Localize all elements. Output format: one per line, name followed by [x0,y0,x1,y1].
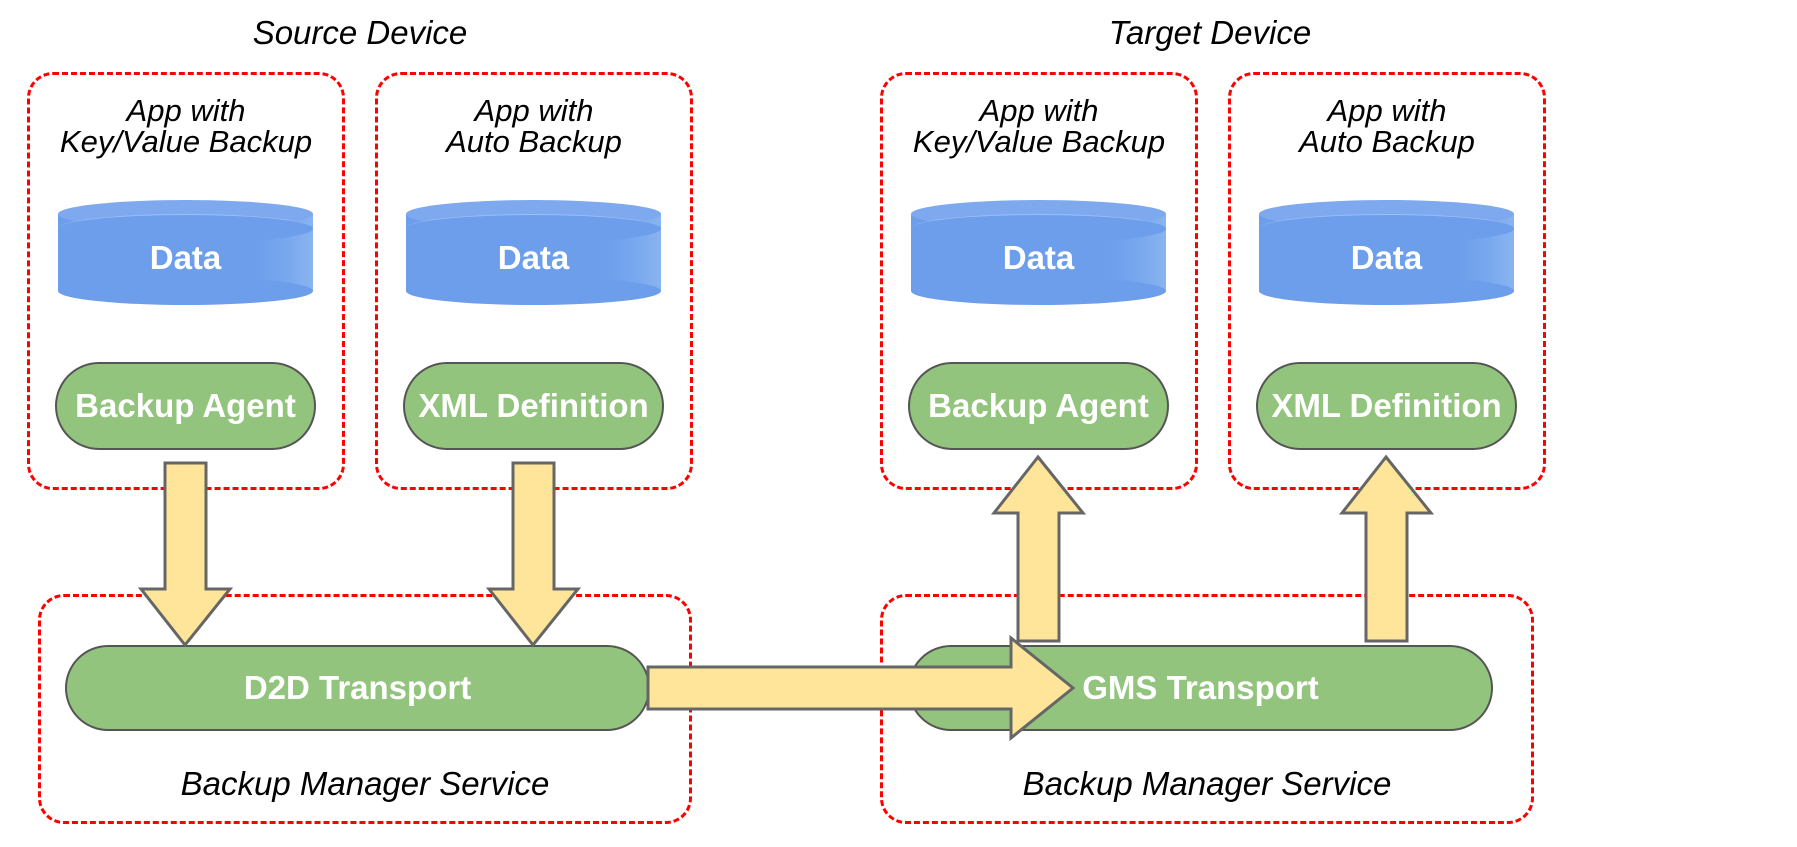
d2d-to-gms-right-arrow [646,634,1076,742]
cylinder-label: Data [497,238,570,276]
target-device-title: Target Device [1108,14,1312,51]
source-app-auto-data-cylinder: Data [406,200,661,305]
d2d-transport-box[interactable]: D2D Transport [65,645,650,731]
target-xml-definition-box[interactable]: XML Definition [1256,362,1517,450]
target-xml-definition-label: XML Definition [1271,387,1502,424]
source-backup-agent-label: Backup Agent [75,387,296,424]
source-keyvalue-down-arrow [137,461,234,648]
cylinder-label: Data [1350,238,1423,276]
target-keyvalue-up-arrow [990,454,1087,643]
cylinder-rim [406,214,661,243]
target-app-keyvalue-data-cylinder: Data [911,200,1166,305]
target-app-keyvalue-title: App with Key/Value Backup [912,93,1166,159]
target-backup-agent-box[interactable]: Backup Agent [908,362,1169,450]
source-backup-manager-service-label: Backup Manager Service [180,765,550,802]
source-app-auto-title: App with Auto Backup [446,93,622,159]
cylinder-rim [911,214,1166,243]
target-app-auto-data-cylinder: Data [1259,200,1514,305]
cylinder-bottom [58,277,313,305]
cylinder-bottom [1259,277,1514,305]
target-app-auto-title: App with Auto Backup [1299,93,1475,159]
cylinder-rim [1259,214,1514,243]
cylinder-bottom [406,277,661,305]
cylinder-label: Data [149,238,222,276]
source-app-keyvalue-data-cylinder: Data [58,200,313,305]
cylinder-label: Data [1002,238,1075,276]
target-auto-up-arrow [1338,454,1435,643]
target-backup-agent-label: Backup Agent [928,387,1149,424]
source-device-title: Source Device [252,14,468,51]
source-xml-definition-box[interactable]: XML Definition [403,362,664,450]
source-backup-agent-box[interactable]: Backup Agent [55,362,316,450]
gms-transport-label: GMS Transport [1082,669,1319,706]
cylinder-bottom [911,277,1166,305]
target-backup-manager-service-label: Backup Manager Service [1022,765,1392,802]
source-app-keyvalue-title: App with Key/Value Backup [59,93,313,159]
source-xml-definition-label: XML Definition [418,387,649,424]
cylinder-rim [58,214,313,243]
source-auto-down-arrow [485,461,582,648]
d2d-transport-label: D2D Transport [243,669,472,706]
